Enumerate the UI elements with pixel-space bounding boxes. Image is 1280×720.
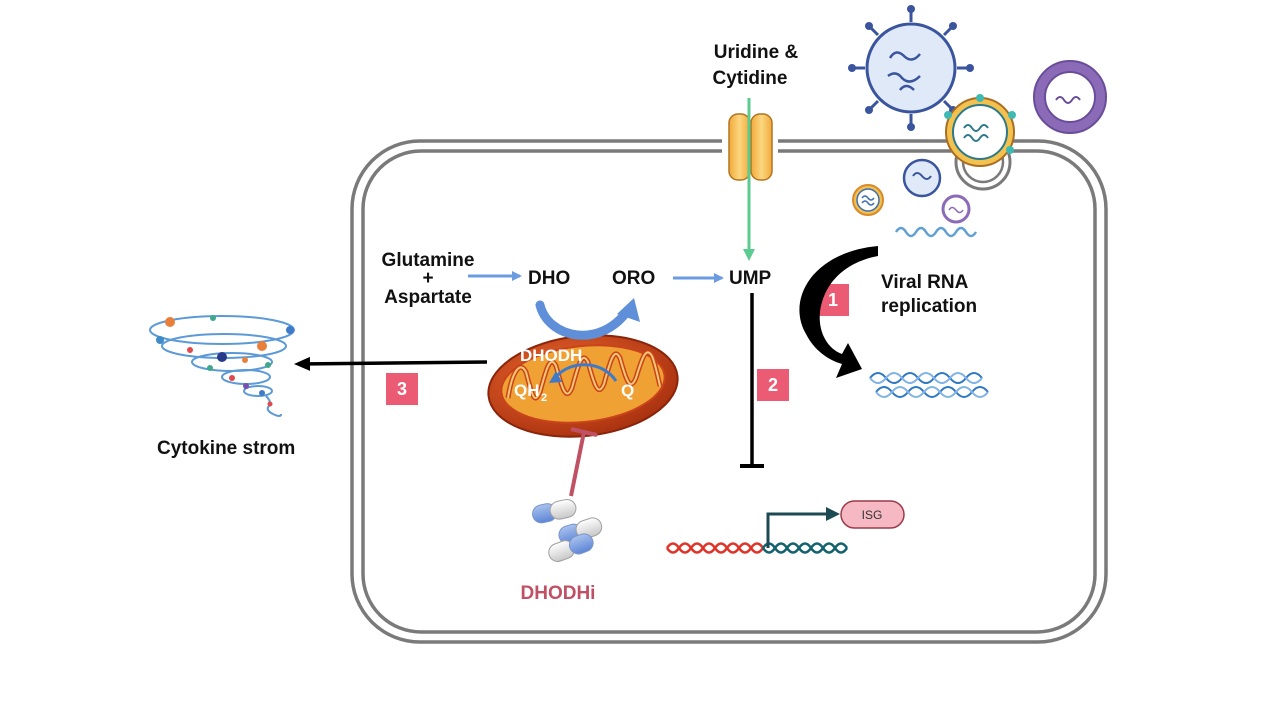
dhodh-label: DHODH [520, 346, 582, 365]
coronavirus-icon-purple [1033, 60, 1107, 134]
coronavirus-icon-small-yellow [852, 184, 884, 216]
q-to-qh2-arrowhead [549, 371, 562, 383]
cell-membrane [350, 136, 1108, 644]
membrane-channel-icon [728, 113, 773, 181]
dna-helix-viral-rna [869, 372, 989, 398]
isg-badge: ISG [840, 500, 905, 529]
uridine-label: Uridine & [714, 42, 799, 63]
badge-3: 3 [386, 373, 418, 405]
dho-label: DHO [528, 268, 570, 289]
cytokine-spiral-icon [149, 315, 295, 417]
svg-text:1: 1 [828, 290, 838, 310]
plus-label: + [422, 268, 433, 289]
coronavirus-icon-small-blue [902, 158, 942, 198]
badge-2: 2 [757, 369, 789, 401]
qh2-label: QH [514, 381, 540, 400]
dho-to-oro-arrowhead [617, 298, 640, 322]
qh2-subscript: 2 [541, 392, 547, 404]
svg-text:3: 3 [397, 379, 407, 399]
viral-replication-curved-arrow [799, 246, 878, 378]
glutamine-label: Glutamine [382, 250, 475, 271]
oro-label: ORO [612, 268, 655, 289]
ump-label: UMP [729, 268, 772, 289]
ump-inhibits-isg-line [740, 293, 764, 468]
dhodhi-inhibition-line [569, 427, 598, 497]
aspartate-label: Aspartate [384, 287, 472, 308]
q-label: Q [621, 381, 634, 400]
cytokine-storm-label: Cytokine strom [157, 438, 295, 459]
viral-rna-label: Viral RNA [881, 272, 969, 293]
coronavirus-icon-large [848, 5, 974, 131]
cytidine-label: Cytidine [713, 68, 788, 89]
dhodhi-label: DHODHi [521, 583, 596, 604]
mitochondrion-icon [487, 334, 679, 438]
pill-icon [532, 498, 603, 562]
svg-text:2: 2 [768, 375, 778, 395]
cytokine-storm-arrow [294, 356, 488, 371]
coronavirus-icon-budding [944, 94, 1016, 191]
dna-icon [665, 542, 849, 554]
q-to-qh2-arrow [554, 363, 618, 382]
dho-to-oro-curved-arrow [535, 300, 633, 340]
coronavirus-icon-small-purple [941, 194, 971, 224]
replication-label: replication [881, 296, 977, 317]
svg-text:ISG: ISG [862, 508, 883, 522]
viral-rna-strand [894, 226, 978, 238]
isg-promoter-arrow [766, 507, 840, 548]
